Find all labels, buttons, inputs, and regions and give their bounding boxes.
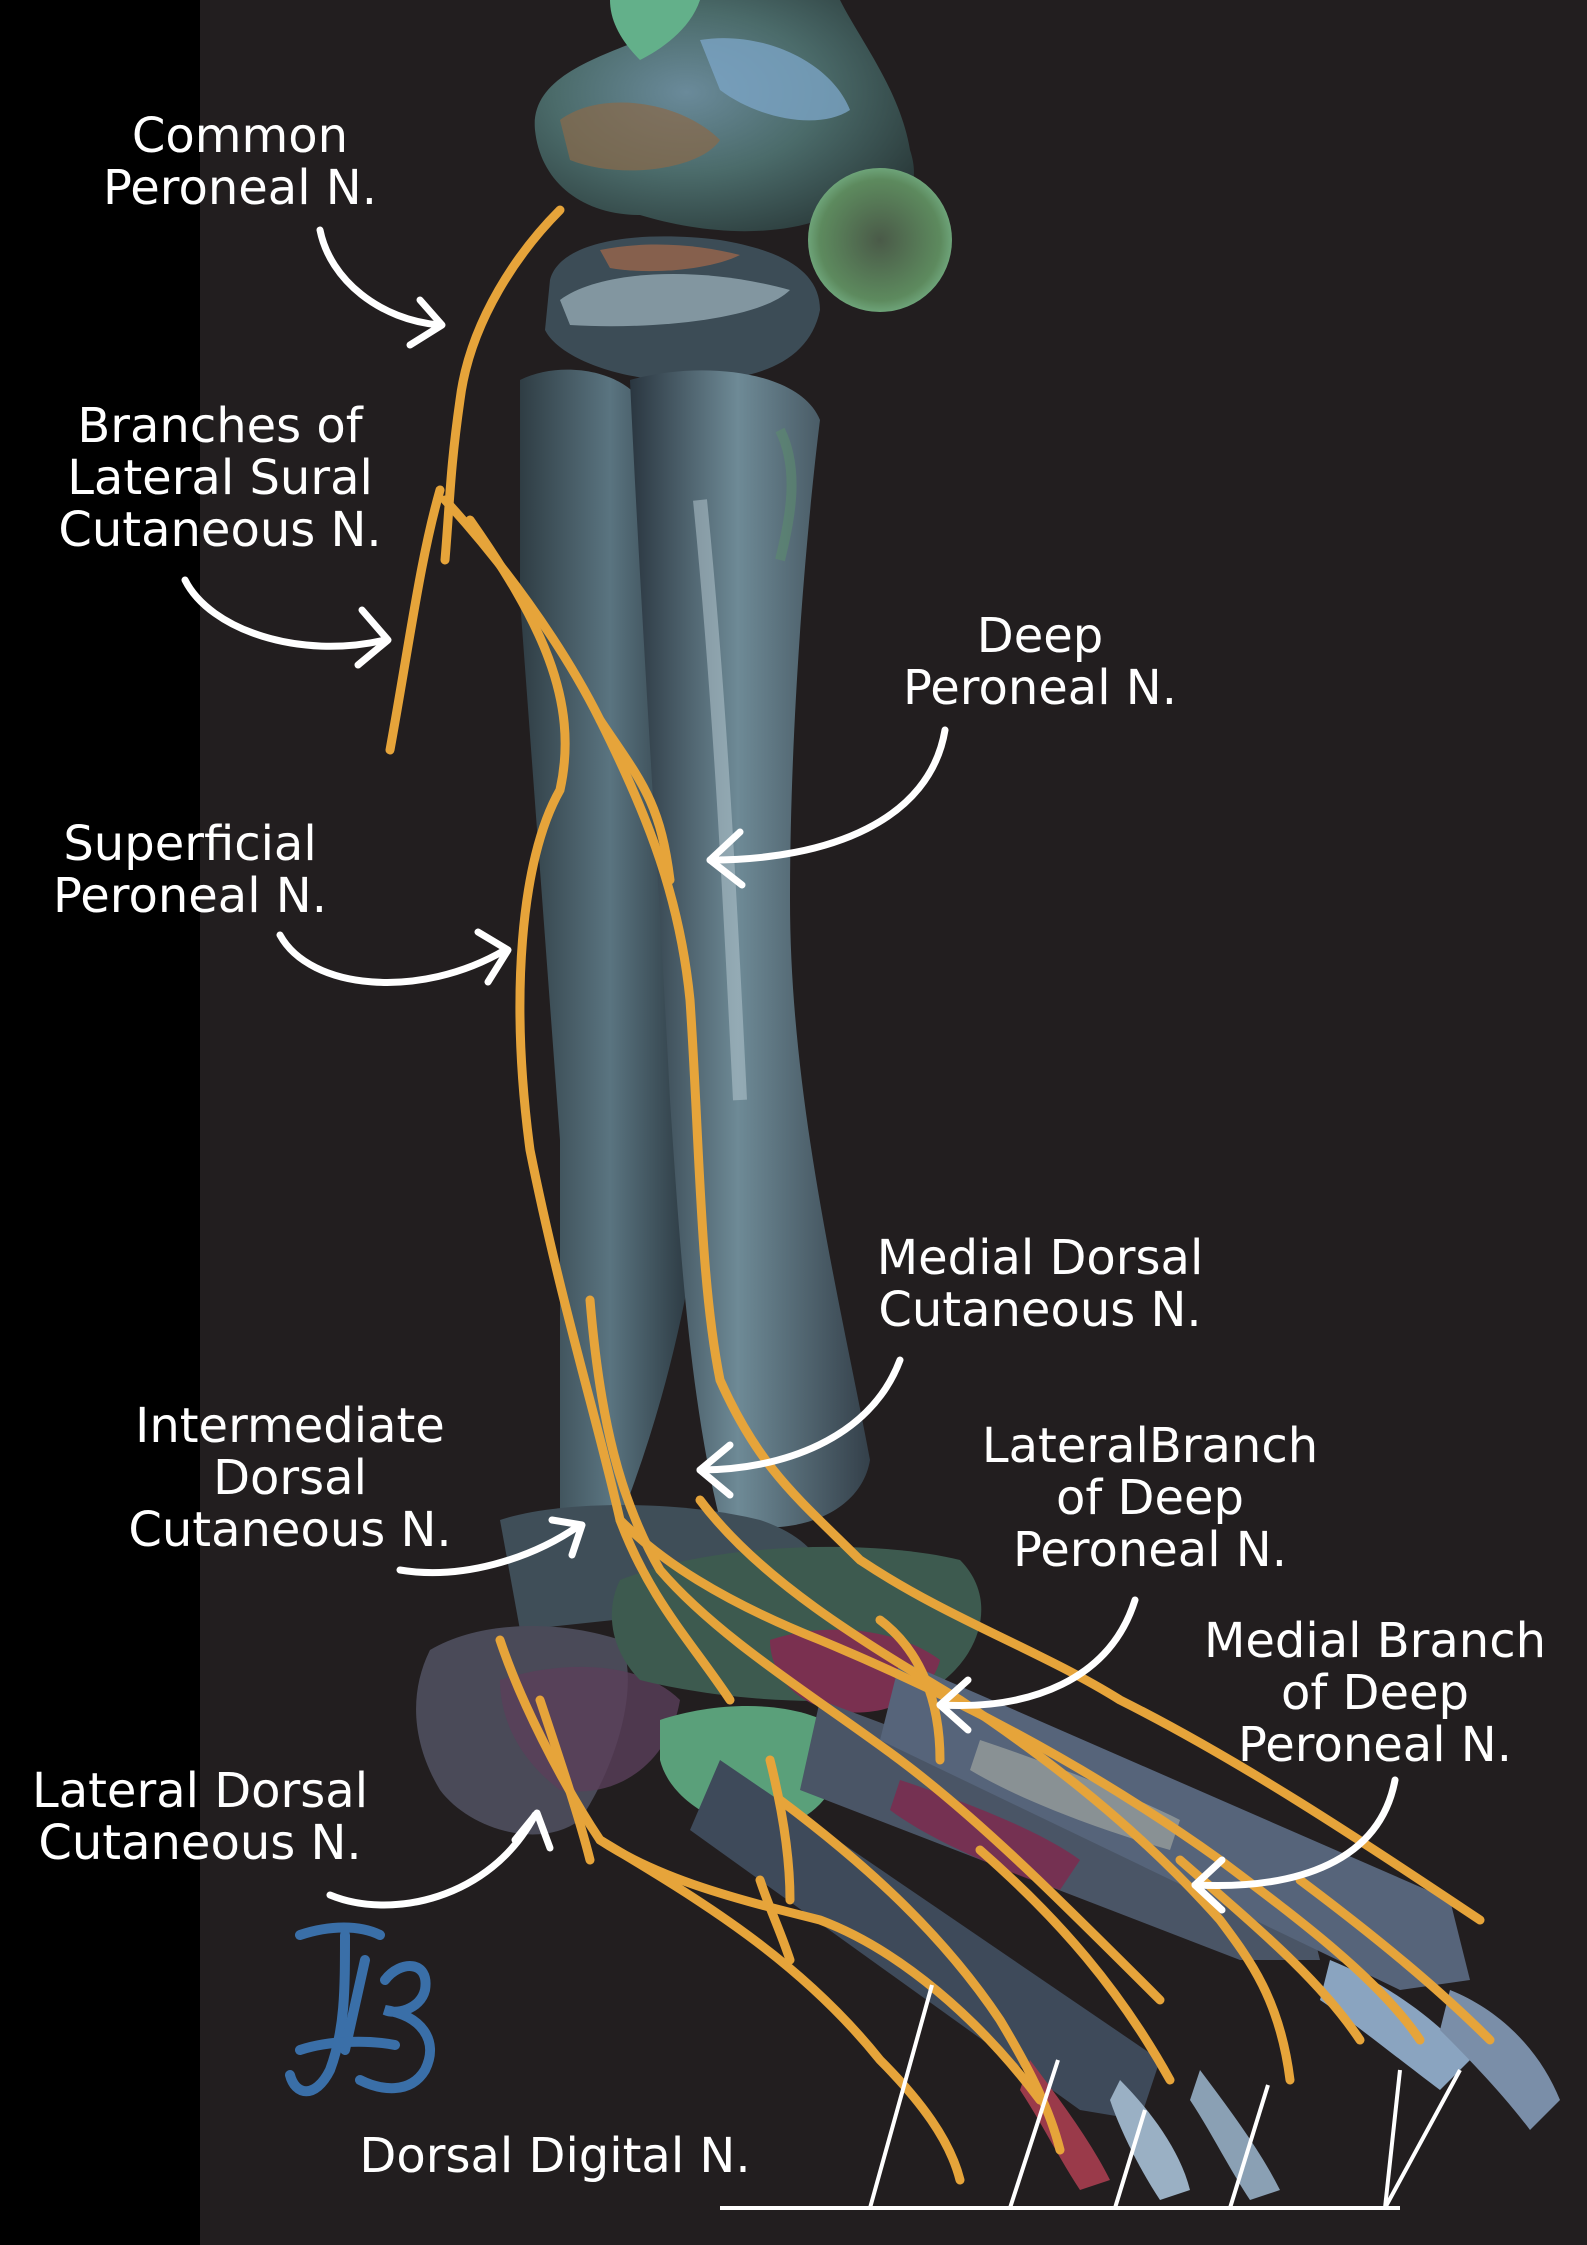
arrow-medial-dorsal bbox=[696, 1356, 904, 1474]
left-black-margin bbox=[0, 0, 200, 2245]
label-dorsal-digital: Dorsal Digital N. bbox=[359, 2128, 751, 2184]
dorsal-digital-nerve-3 bbox=[975, 1845, 1175, 2085]
arrow-deep-peroneal bbox=[706, 726, 949, 864]
label-medial-dorsal: Medial Dorsal Cutaneous N. bbox=[876, 1230, 1204, 1338]
arrow-lateral-branch-deep bbox=[936, 1596, 1139, 1710]
medial-dorsal-cutaneous-nerve bbox=[615, 1515, 1425, 2045]
medial-branch-deep-peroneal bbox=[695, 1495, 1295, 2085]
arrow-medial-branch-deep bbox=[1191, 1776, 1399, 1890]
superficial-peroneal-nerve bbox=[465, 515, 735, 1705]
dorsal-digital-nerve-7 bbox=[755, 1875, 795, 1965]
label-medial-branch-deep: Medial Branch of Deep Peroneal N. bbox=[1203, 1613, 1547, 1773]
label-common-peroneal: Common Peroneal N. bbox=[103, 108, 377, 216]
artist-signature bbox=[285, 1922, 435, 2097]
dorsal-digital-nerve-5 bbox=[1295, 1875, 1495, 2045]
label-deep-peroneal: Deep Peroneal N. bbox=[903, 608, 1177, 716]
dorsal-digital-bracket bbox=[720, 1984, 1462, 2210]
annotation-arrows bbox=[181, 226, 1399, 1914]
patella bbox=[808, 168, 952, 312]
label-intermediate-dorsal: Intermediate Dorsal Cutaneous N. bbox=[128, 1398, 452, 1558]
arrow-common-peroneal bbox=[316, 226, 444, 329]
lateral-dorsal-branch bbox=[535, 1695, 595, 1865]
lateral-dorsal-cutaneous-nerve bbox=[495, 1635, 1045, 2105]
label-lateral-branch-deep: LateralBranch of Deep Peroneal N. bbox=[981, 1418, 1319, 1578]
label-lateral-sural: Branches of Lateral Sural Cutaneous N. bbox=[58, 398, 382, 558]
dorsal-digital-nerve-1 bbox=[595, 1835, 965, 2185]
intermediate-dorsal-cutaneous-nerve bbox=[585, 1295, 1165, 2005]
arrow-intermediate-dorsal bbox=[396, 1521, 584, 1576]
label-lateral-dorsal: Lateral Dorsal Cutaneous N. bbox=[31, 1763, 369, 1871]
knee-bones bbox=[534, 0, 952, 381]
arrow-superficial-peroneal bbox=[276, 931, 509, 986]
lateral-branch-deep-peroneal bbox=[875, 1615, 945, 1765]
dorsal-digital-nerve-6 bbox=[765, 1755, 795, 1905]
nerves bbox=[385, 205, 1495, 2185]
arrow-lateral-dorsal bbox=[326, 1811, 539, 1909]
label-superficial-peroneal: Superficial Peroneal N. bbox=[53, 816, 327, 924]
deep-peroneal-nerve bbox=[595, 715, 1485, 1925]
arrow-lateral-sural bbox=[181, 576, 389, 650]
lateral-sural-branch bbox=[385, 485, 445, 755]
